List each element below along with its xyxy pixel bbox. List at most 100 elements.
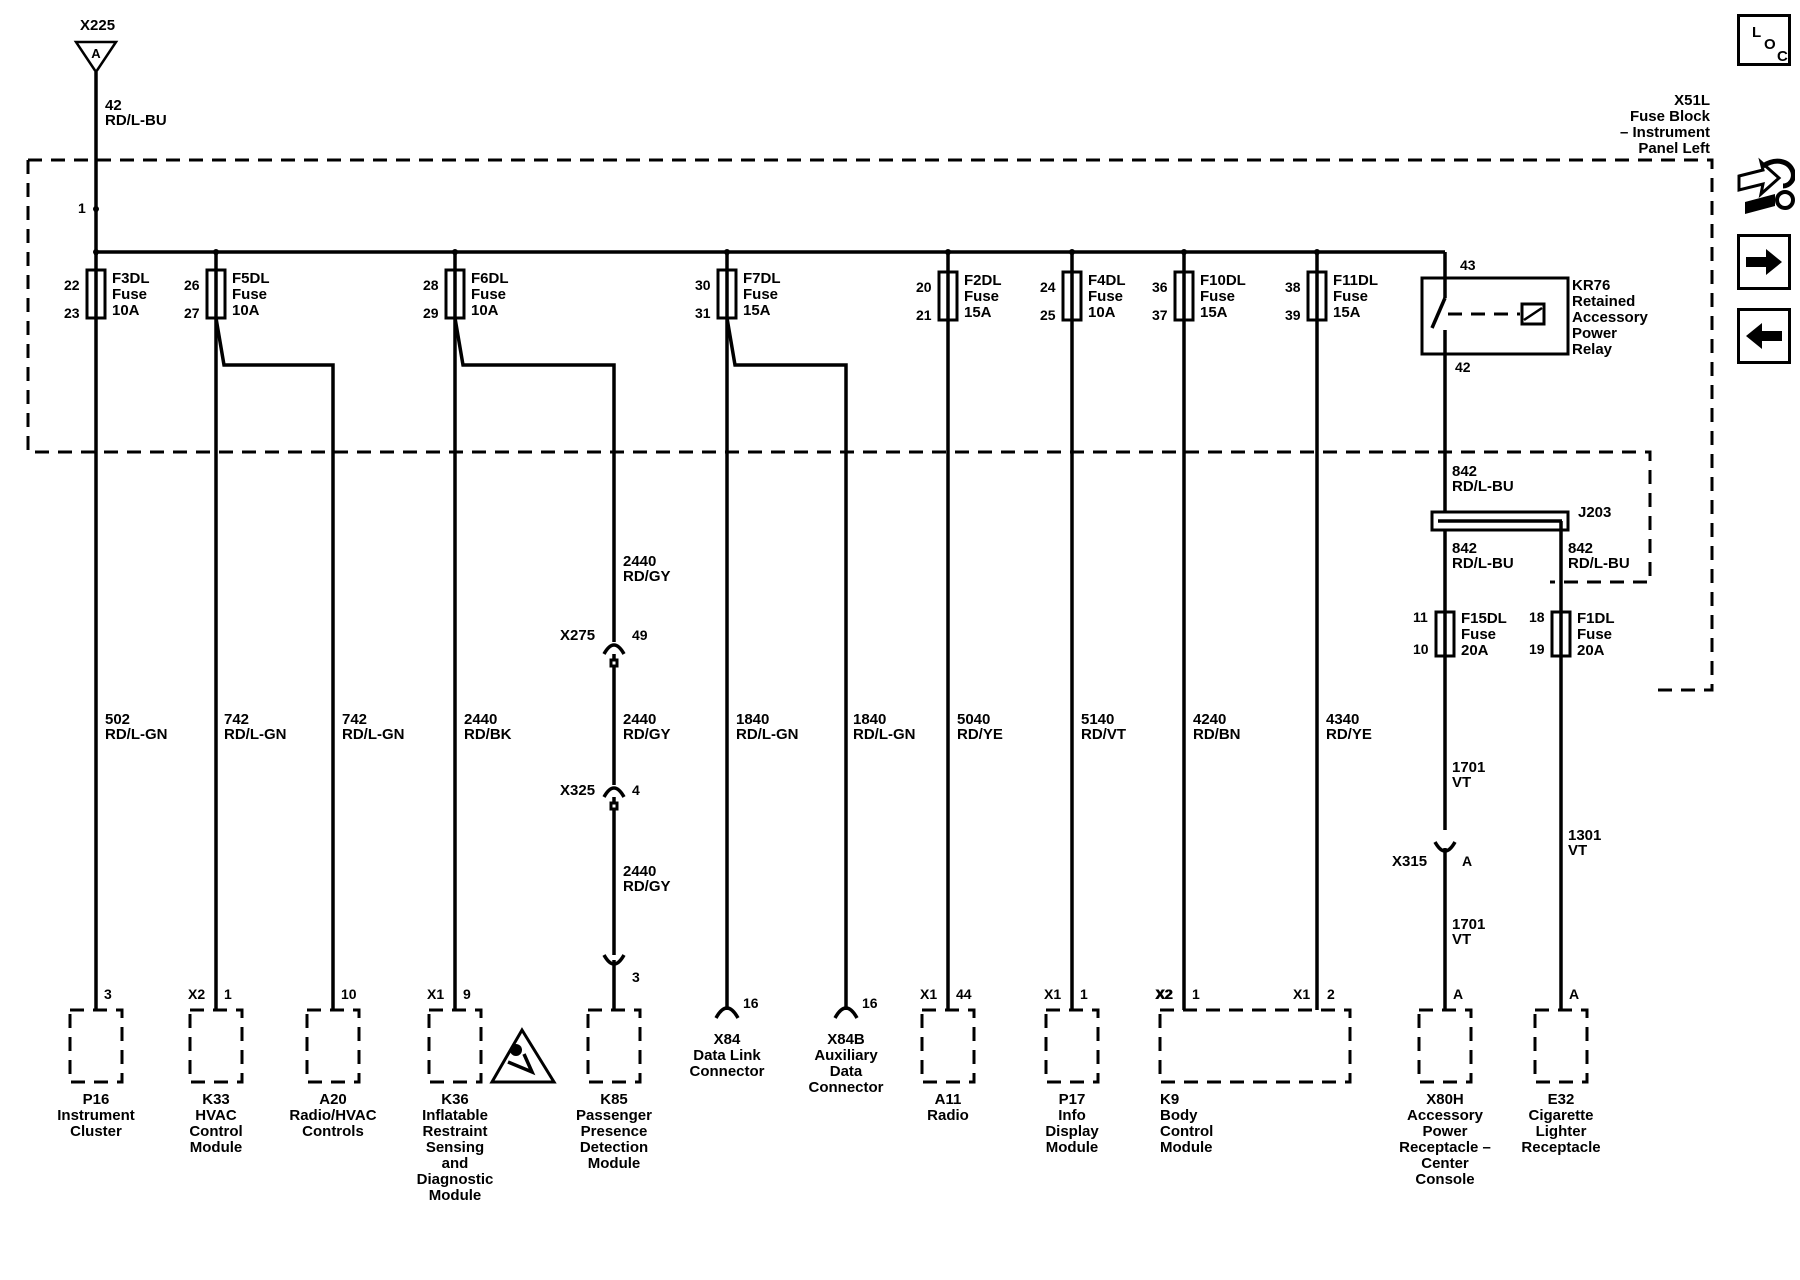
pin-number: 4 — [632, 782, 640, 798]
wire-color: RD/BN — [1193, 726, 1241, 743]
pin-number: A — [1569, 986, 1579, 1002]
pin-number: 26 — [184, 277, 200, 293]
fuse-name: F4DL — [1088, 272, 1126, 289]
module-outline — [1533, 1008, 1589, 1084]
fuse-rating: 10A — [232, 302, 260, 319]
pin-number: 16 — [743, 995, 759, 1011]
fuse-block-name: Fuse Block — [1630, 108, 1711, 125]
module-name: Connector — [809, 1079, 884, 1096]
pin-number: A — [1453, 986, 1463, 1002]
fuse-block-name: X51L — [1674, 92, 1710, 109]
data-connector-cup — [714, 1006, 740, 1019]
connector-id: X2 — [1156, 986, 1173, 1002]
splice-dot — [93, 206, 99, 212]
module-name: Radio/HVAC — [289, 1107, 376, 1124]
connector-id: X2 — [188, 986, 205, 1002]
connector-x325 — [602, 786, 626, 798]
pin-number: 3 — [632, 969, 640, 985]
wire-color: RD/VT — [1081, 726, 1126, 743]
fuse-rating: 20A — [1461, 642, 1489, 659]
tools-icon[interactable] — [1735, 150, 1796, 220]
splice-id: J203 — [1578, 504, 1611, 521]
module-outline — [188, 1008, 244, 1084]
module-name: A11 — [935, 1091, 962, 1108]
module-name: Module — [429, 1187, 482, 1204]
module-name: Module — [588, 1155, 641, 1172]
pin-number: 1 — [78, 200, 86, 216]
wire-color: RD/GY — [623, 568, 671, 585]
connector-id: X275 — [560, 627, 595, 644]
wire-color: RD/GY — [623, 878, 671, 895]
wire-color: RD/L-GN — [224, 726, 287, 743]
module-outline — [1417, 1008, 1473, 1084]
module-name: HVAC — [195, 1107, 237, 1124]
module-name: Controls — [302, 1123, 364, 1140]
pin-number: 37 — [1152, 307, 1168, 323]
module-name: Sensing — [426, 1139, 484, 1156]
relay-name: KR76 — [1572, 277, 1610, 294]
module-name: Passenger — [576, 1107, 652, 1124]
branch-wire — [725, 317, 848, 1010]
arrow-left-icon[interactable] — [1737, 308, 1791, 364]
module-name: Module — [190, 1139, 243, 1156]
pin-number: 20 — [916, 279, 932, 295]
pin-number: 9 — [463, 986, 471, 1002]
wire-circuit: 42 — [105, 97, 122, 114]
connector-x275 — [602, 643, 626, 655]
pin-number: 10 — [1413, 641, 1429, 657]
module-name: K36 — [441, 1091, 469, 1108]
pin-number: 1 — [224, 986, 232, 1002]
pin-number: 49 — [632, 627, 648, 643]
fuse-type: Fuse — [232, 286, 267, 303]
module-outline — [68, 1008, 124, 1084]
fuse-block-outline — [26, 160, 1652, 584]
connector-id: X1 — [920, 986, 937, 1002]
fuse-type: Fuse — [1577, 626, 1612, 643]
module-name: Data Link — [693, 1047, 761, 1064]
module-name: Cigarette — [1528, 1107, 1593, 1124]
module-name: Diagnostic — [417, 1171, 494, 1188]
wire-color: RD/L-BU — [1452, 478, 1514, 495]
wire-color: RD/YE — [957, 726, 1003, 743]
module-name: Restraint — [422, 1123, 487, 1140]
pin-number: A — [1462, 853, 1472, 869]
module-name: Radio — [927, 1107, 969, 1124]
wire-circuit: 1840 — [853, 711, 886, 728]
pin-number: 30 — [695, 277, 711, 293]
fuse-type: Fuse — [471, 286, 506, 303]
fuse-name: F2DL — [964, 272, 1002, 289]
module-outline — [1158, 1008, 1352, 1084]
branch-wire — [214, 317, 335, 1010]
module-name: Control — [189, 1123, 242, 1140]
data-connector-cup — [833, 1006, 859, 1019]
airbag-warning-icon — [510, 1044, 522, 1056]
module-name: X80H — [1426, 1091, 1464, 1108]
relay-coil-diag — [1523, 306, 1543, 322]
module-outline — [305, 1008, 361, 1084]
fuse-rating: 10A — [112, 302, 140, 319]
wire-color: RD/GY — [623, 726, 671, 743]
fuse-block-outline — [28, 158, 1714, 692]
module-name: Lighter — [1536, 1123, 1587, 1140]
pin-number: 1 — [1080, 986, 1088, 1002]
module-name: Power — [1422, 1123, 1467, 1140]
arrow-right-icon[interactable] — [1737, 234, 1791, 290]
wire-circuit: 5040 — [957, 711, 990, 728]
module-name: Detection — [580, 1139, 648, 1156]
wire-circuit: 4240 — [1193, 711, 1226, 728]
pin-number: 39 — [1285, 307, 1301, 323]
connector-pin: A — [91, 46, 101, 61]
fuse-name: F15DL — [1461, 610, 1507, 627]
wire-circuit: 842 — [1568, 540, 1593, 557]
wire-circuit: 742 — [342, 711, 367, 728]
pin-number: 10 — [341, 986, 357, 1002]
module-name: Module — [1160, 1139, 1213, 1156]
fuse-rating: 20A — [1577, 642, 1605, 659]
module-name: Console — [1415, 1171, 1474, 1188]
pin-number: 11 — [1413, 609, 1428, 625]
pin-number: 18 — [1529, 609, 1545, 625]
loc-icon[interactable]: L O C — [1737, 14, 1791, 66]
wire-circuit: 1701 — [1452, 759, 1485, 776]
wire-color: RD/YE — [1326, 726, 1372, 743]
